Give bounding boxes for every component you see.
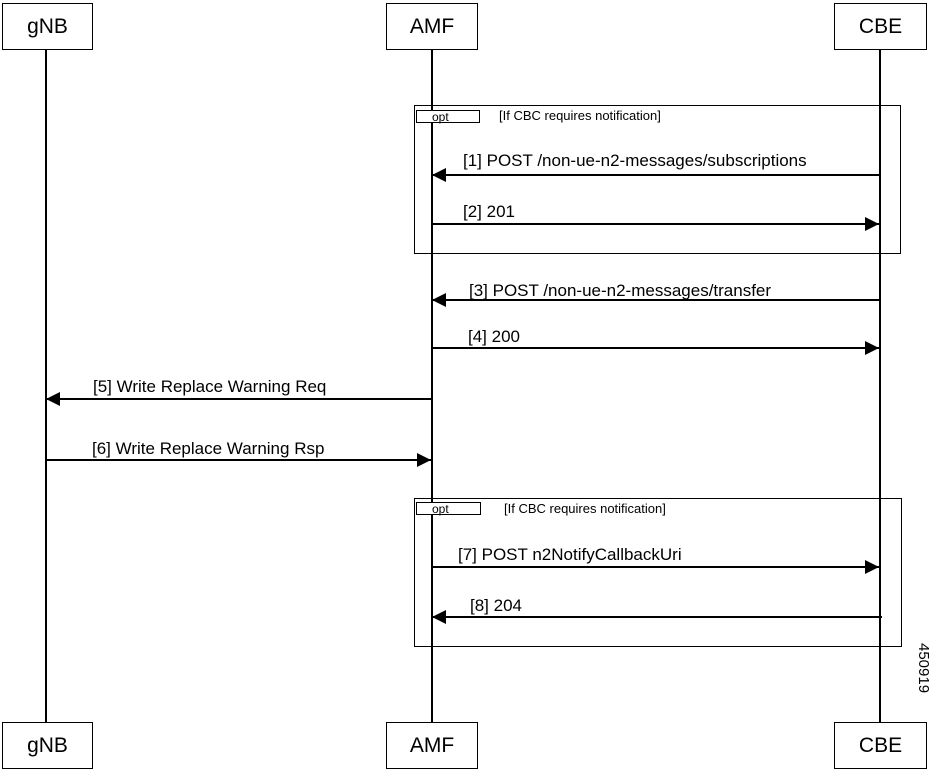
- participant-gnb-top: gNB: [2, 3, 93, 50]
- message-2-label: [2] 201: [463, 202, 515, 221]
- opt-fragment-1: [414, 105, 901, 254]
- message-3-label: [3] POST /non-ue-n2-messages/transfer: [469, 281, 772, 300]
- participant-amf-label: AMF: [409, 14, 455, 38]
- message-1-label: [1] POST /non-ue-n2-messages/subscriptio…: [463, 151, 807, 170]
- participant-cbe-bottom: CBE: [834, 722, 927, 769]
- participant-amf-label: AMF: [409, 733, 455, 757]
- lifeline-amf: [431, 50, 433, 722]
- lifeline-cbe: [879, 50, 881, 722]
- participant-cbe-label: CBE: [858, 733, 903, 757]
- participant-cbe-top: CBE: [834, 3, 927, 50]
- message-5-label: [5] Write Replace Warning Req: [93, 377, 327, 396]
- message-6-label: [6] Write Replace Warning Rsp: [92, 439, 325, 458]
- message-7-label: [7] POST n2NotifyCallbackUri: [458, 545, 682, 564]
- opt-fragment-2: [414, 498, 902, 647]
- message-8-label: [8] 204: [470, 596, 522, 615]
- participant-cbe-label: CBE: [858, 14, 903, 38]
- opt-fragment-1-condition: [If CBC requires notification]: [499, 108, 661, 123]
- message-4-label: [4] 200: [468, 327, 520, 346]
- opt-fragment-2-operator: opt: [416, 502, 481, 515]
- figure-id: 450919: [915, 643, 932, 694]
- participant-amf-bottom: AMF: [386, 722, 478, 769]
- lifeline-gnb: [45, 50, 47, 722]
- participant-gnb-label: gNB: [27, 14, 68, 38]
- opt-fragment-1-operator: opt: [416, 110, 480, 123]
- opt-fragment-2-condition: [If CBC requires notification]: [504, 501, 666, 516]
- participant-gnb-label: gNB: [27, 733, 68, 757]
- participant-amf-top: AMF: [386, 3, 478, 50]
- participant-gnb-bottom: gNB: [2, 722, 93, 769]
